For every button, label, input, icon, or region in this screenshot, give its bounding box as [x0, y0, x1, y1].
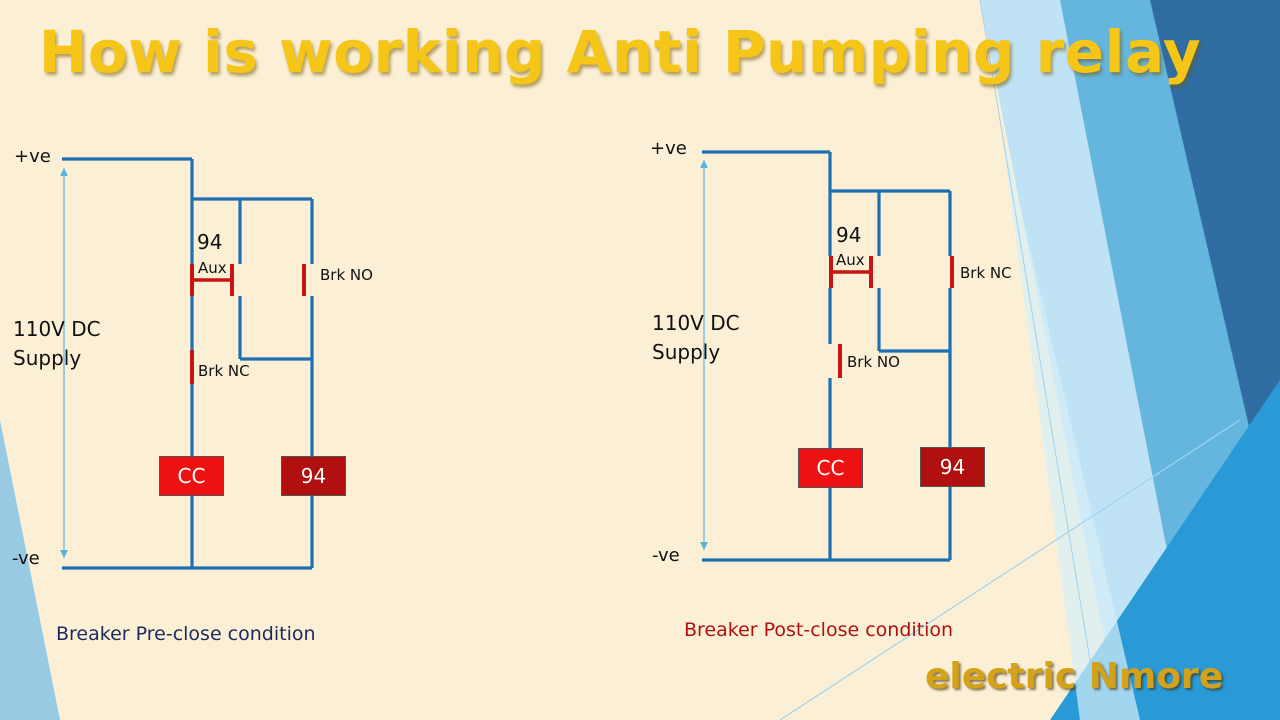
right-relay-number: 94: [836, 223, 862, 247]
bg-line-2: [979, 0, 1101, 720]
right-circuit: [700, 150, 954, 562]
right-brk-no-label: Brk NO: [847, 353, 900, 371]
bg-facet-dark: [1150, 0, 1280, 560]
right-supply-arrow-head-bottom: [700, 542, 708, 550]
right-supply-line2: Supply: [652, 340, 721, 364]
left-cc-coil: CC: [159, 456, 224, 496]
left-circuit: [60, 157, 314, 570]
right-brk-nc-label: Brk NC: [960, 264, 1012, 282]
left-brk-no-label: Brk NO: [320, 266, 373, 284]
left-aux-label: Aux: [198, 259, 227, 277]
left-supply-line2: Supply: [13, 346, 82, 370]
bg-triangle-left: [0, 420, 60, 720]
right-aux-label: Aux: [836, 251, 865, 269]
left-relay-number: 94: [197, 230, 223, 254]
right-cc-coil: CC: [798, 448, 863, 488]
left-caption: Breaker Pre-close condition: [56, 623, 316, 645]
left-positive-label: +ve: [14, 146, 51, 167]
right-supply-arrow-head-top: [700, 160, 708, 168]
page-title: How is working Anti Pumping relay: [38, 18, 1202, 86]
bg-facet-pale: [1000, 120, 1140, 720]
right-positive-label: +ve: [650, 138, 687, 159]
left-supply-arrow-head-top: [60, 168, 68, 176]
brand-watermark: electric Nmore: [925, 656, 1224, 697]
left-brk-nc-label: Brk NC: [198, 362, 250, 380]
right-supply-line1: 110V DC: [652, 311, 740, 335]
right-caption: Breaker Post-close condition: [684, 619, 954, 641]
bg-line-1: [779, 419, 1241, 720]
right-94-relay-coil: 94: [920, 447, 985, 487]
left-supply-arrow-head-bottom: [60, 550, 68, 558]
right-negative-label: -ve: [652, 545, 680, 566]
left-negative-label: -ve: [12, 548, 40, 569]
left-supply-line1: 110V DC: [13, 317, 101, 341]
left-94-relay-coil: 94: [281, 456, 346, 496]
